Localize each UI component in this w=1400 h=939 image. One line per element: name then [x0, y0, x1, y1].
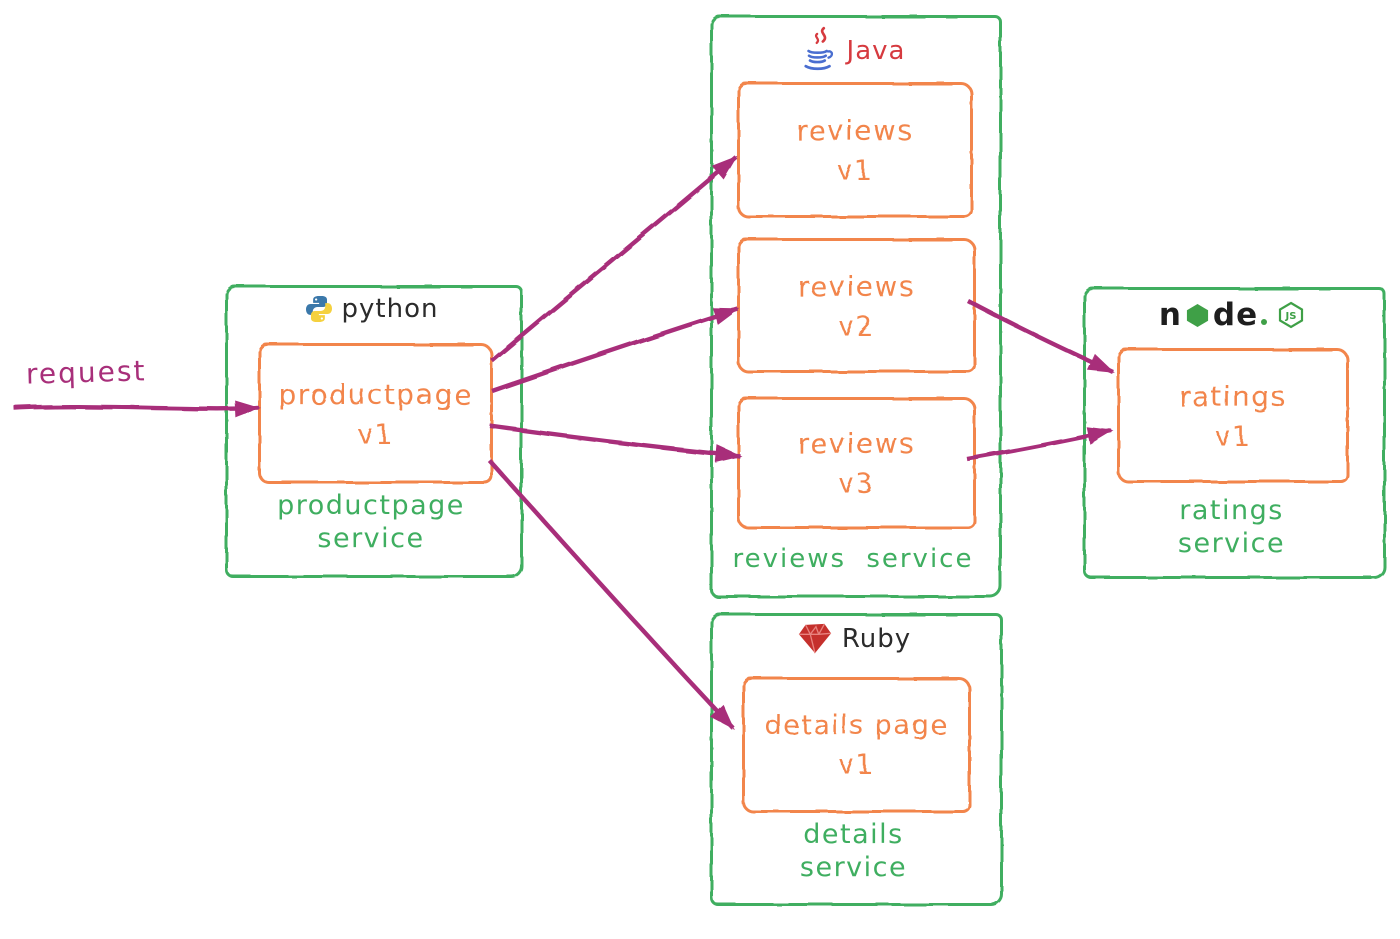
node-wordmark-de: de	[1212, 297, 1259, 333]
ratings-service-label-line1: ratings	[1179, 495, 1284, 526]
productpage-service-label-line2: service	[317, 523, 425, 554]
ratings-service-label: ratings service	[1083, 494, 1380, 560]
reviews-v2-name: reviews	[797, 269, 916, 303]
node-wordmark: n de JS	[1159, 297, 1304, 333]
reviews-v3-name: reviews	[797, 427, 916, 460]
nodejs-badge-icon: JS	[1279, 301, 1304, 329]
ratings-v1-box: ratings v1	[1117, 348, 1349, 483]
details-box-version: v1	[838, 750, 875, 780]
reviews-service-label-line1: reviews service	[732, 544, 974, 574]
details-service-label-line1: details	[803, 819, 904, 850]
reviews-v3-version: v3	[838, 469, 875, 499]
productpage-box-name: productpage	[278, 377, 473, 411]
reviews-service-label: reviews service	[710, 543, 996, 576]
details-v1-box: details page v1	[742, 677, 971, 813]
arrow-productpage-to-reviews-v2	[491, 306, 740, 394]
arrow-productpage-to-reviews-v1	[490, 155, 738, 363]
reviews-v2-box: reviews v2	[737, 238, 976, 373]
arrow-request-to-productpage	[13, 400, 261, 419]
productpage-box-version: v1	[357, 419, 394, 450]
ruby-logo-text: Ruby	[841, 624, 912, 654]
productpage-service-label: productpage service	[225, 489, 517, 555]
productpage-service-label-line1: productpage	[277, 490, 465, 521]
reviews-v1-box: reviews v1	[737, 82, 973, 218]
python-icon	[305, 296, 332, 322]
arrow-productpage-to-reviews-v3	[489, 423, 742, 463]
details-service-label-line2: service	[799, 852, 908, 883]
details-service-label: details service	[710, 818, 997, 884]
java-logo: Java	[710, 22, 996, 80]
ratings-box-version: v1	[1215, 421, 1251, 452]
node-logo: n de JS	[1083, 297, 1380, 333]
java-logo-text: Java	[846, 36, 906, 66]
productpage-v1-box: productpage v1	[258, 343, 493, 484]
node-wordmark-n: n	[1158, 297, 1182, 333]
nodejs-badge-text: JS	[1285, 311, 1297, 322]
arrow-productpage-to-details	[488, 459, 735, 730]
ratings-service-label-line2: service	[1177, 528, 1286, 559]
java-icon	[803, 26, 833, 71]
ratings-box-name: ratings	[1178, 379, 1288, 413]
python-logo: python	[225, 294, 517, 324]
python-logo-text: python	[341, 294, 439, 324]
ruby-logo: Ruby	[710, 622, 997, 656]
reviews-v1-name: reviews	[796, 114, 914, 147]
reviews-v3-box: reviews v3	[737, 397, 976, 529]
node-dot-icon	[1261, 319, 1268, 325]
reviews-v2-version: v2	[838, 311, 875, 342]
details-service-container	[710, 613, 1003, 906]
reviews-v1-version: v1	[837, 156, 873, 186]
node-hexagon-icon	[1186, 303, 1208, 327]
ruby-icon	[798, 623, 831, 654]
details-box-name: details page	[764, 710, 949, 741]
request-label: request	[25, 354, 147, 391]
